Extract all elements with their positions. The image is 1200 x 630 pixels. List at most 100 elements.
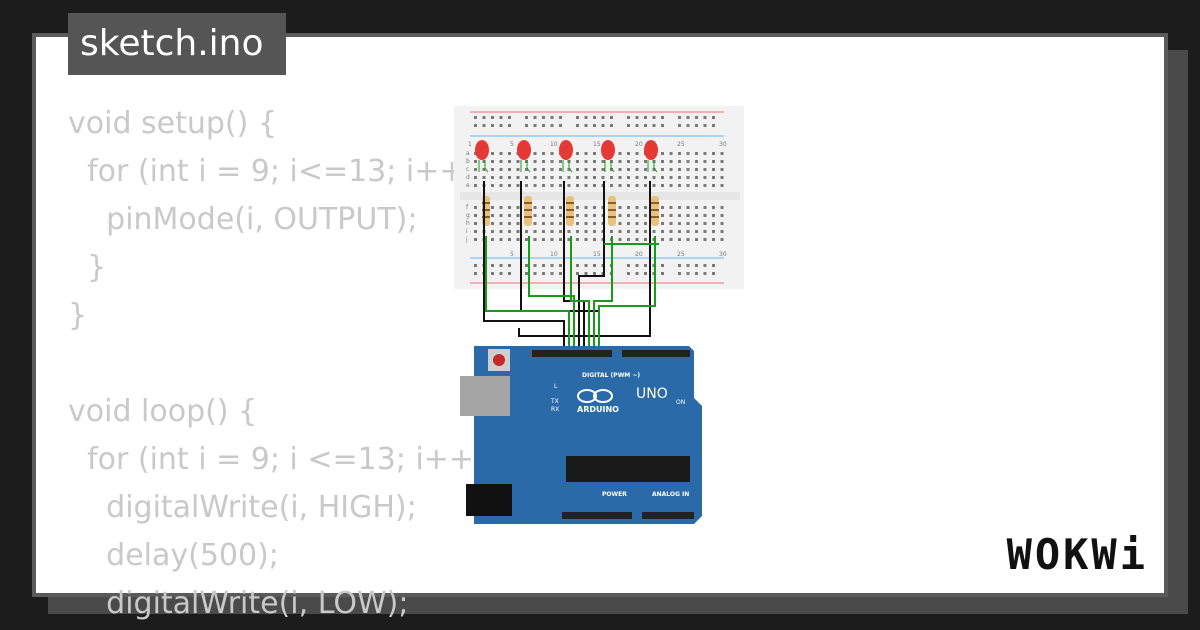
breadboard-hole: [508, 214, 511, 217]
breadboard-hole: [491, 206, 494, 209]
breadboard-hole: [491, 184, 494, 187]
breadboard-hole: [644, 206, 647, 209]
code-line: for (int i = 9; i <=13; i++){: [68, 442, 505, 477]
breadboard-hole: [474, 160, 477, 163]
breadboard-hole: [593, 160, 596, 163]
breadboard-hole: [516, 184, 520, 187]
breadboard-hole: [576, 168, 579, 171]
breadboard-hole: [712, 272, 715, 275]
breadboard-hole: [627, 206, 630, 209]
breadboard-hole: [525, 264, 528, 267]
breadboard-hole: [712, 168, 715, 171]
breadboard-hole: [644, 160, 647, 163]
breadboard-hole: [703, 230, 707, 233]
breadboard-hole: [559, 116, 562, 119]
breadboard-hole: [661, 116, 664, 119]
breadboard-hole: [525, 272, 528, 275]
breadboard-hole: [576, 272, 579, 275]
breadboard-hole: [712, 184, 715, 187]
breadboard-hole: [550, 152, 554, 155]
breadboard-hole: [550, 238, 554, 241]
led-legs: [647, 160, 658, 173]
breadboard-hole: [567, 168, 571, 171]
wire-green: [570, 236, 590, 351]
led[interactable]: [644, 140, 658, 160]
row-label: j: [465, 236, 468, 243]
resistor-band: [482, 209, 490, 211]
breadboard-hole: [516, 230, 520, 233]
breadboard-hole: [601, 116, 605, 119]
breadboard-hole: [576, 116, 579, 119]
breadboard-hole: [584, 272, 588, 275]
breadboard-hole: [661, 152, 664, 155]
breadboard-center-channel: [460, 192, 740, 200]
breadboard-hole: [678, 272, 681, 275]
breadboard-hole: [635, 124, 639, 127]
breadboard-hole: [720, 184, 724, 187]
breadboard-hole: [584, 206, 588, 209]
breadboard-hole: [584, 222, 588, 225]
reset-button[interactable]: [493, 354, 505, 366]
breadboard-hole: [491, 152, 494, 155]
breadboard-hole: [550, 206, 554, 209]
breadboard-hole: [593, 176, 596, 179]
code-editor[interactable]: void setup() { for (int i = 9; i<=13; i+…: [68, 100, 505, 621]
breadboard-hole: [695, 272, 698, 275]
column-label: 5: [510, 141, 514, 148]
code-line: [68, 340, 488, 388]
breadboard-hole: [661, 206, 664, 209]
breadboard-hole: [533, 230, 537, 233]
breadboard-hole: [618, 160, 622, 163]
breadboard-hole: [627, 152, 630, 155]
circuit-diagram[interactable]: 1 5 10 15 20 25 30 5 10 15 20 25 30 abcd…: [454, 106, 754, 526]
breadboard-hole: [550, 230, 554, 233]
arduino-logo-icon: [577, 389, 597, 403]
breadboard-hole: [491, 160, 494, 163]
breadboard-hole: [661, 272, 664, 275]
breadboard-hole: [533, 160, 537, 163]
led[interactable]: [559, 140, 573, 160]
breadboard-hole: [644, 238, 647, 241]
breadboard-hole: [474, 176, 477, 179]
model-label: UNO: [636, 386, 668, 402]
breadboard-hole: [669, 152, 673, 155]
led[interactable]: [601, 140, 615, 160]
breadboard-hole: [559, 222, 562, 225]
code-line: for (int i = 9; i<=13; i++){: [68, 154, 496, 189]
breadboard-hole: [618, 168, 622, 171]
breadboard-hole: [576, 160, 579, 163]
analog-header: [642, 512, 694, 519]
led[interactable]: [475, 140, 489, 160]
breadboard-hole: [635, 214, 639, 217]
breadboard-hole: [661, 222, 664, 225]
breadboard-hole: [593, 272, 596, 275]
resistor-band: [524, 202, 532, 204]
breadboard-hole: [508, 160, 511, 163]
breadboard-hole: [610, 168, 613, 171]
brand-label: ARDUINO: [577, 405, 619, 414]
breadboard-hole: [567, 184, 571, 187]
breadboard-hole: [627, 160, 630, 163]
file-tab[interactable]: sketch.ino: [68, 13, 286, 75]
breadboard-hole: [508, 124, 511, 127]
breadboard-hole: [550, 214, 554, 217]
wokwi-logo: WOKWi: [1006, 530, 1148, 579]
breadboard-hole: [559, 184, 562, 187]
breadboard-hole: [644, 272, 647, 275]
breadboard-hole: [576, 238, 579, 241]
arduino-uno[interactable]: DIGITAL (PWM ~) UNO ARDUINO ON L TX RX P…: [460, 346, 702, 524]
breadboard-hole: [720, 230, 724, 233]
breadboard-hole: [474, 168, 477, 171]
led[interactable]: [517, 140, 531, 160]
breadboard-hole: [627, 230, 630, 233]
breadboard-hole: [559, 272, 562, 275]
breadboard-hole: [635, 222, 639, 225]
breadboard-hole: [627, 184, 630, 187]
breadboard-hole: [576, 124, 579, 127]
column-label: 1: [468, 141, 472, 148]
breadboard-hole: [644, 168, 647, 171]
breadboard-hole: [678, 116, 681, 119]
breadboard-hole: [542, 116, 545, 119]
breadboard-hole: [576, 264, 579, 267]
breadboard-hole: [686, 272, 690, 275]
